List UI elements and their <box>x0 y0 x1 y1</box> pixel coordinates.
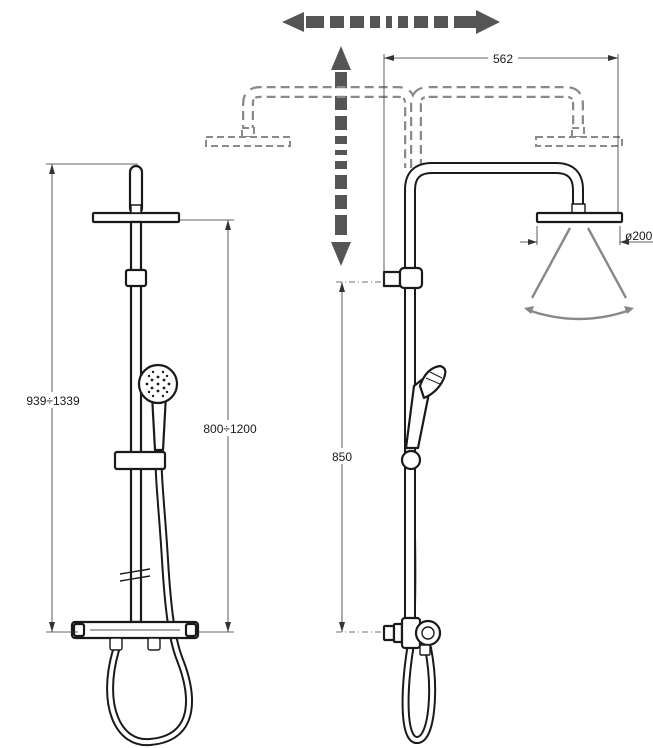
vertical-adjustment-arrow <box>331 46 351 266</box>
outlet-height-dimension: 850 <box>326 281 384 633</box>
side-riser-and-arm <box>404 162 584 622</box>
head-diameter-dimension: ø200 <box>520 226 653 245</box>
side-thermostatic-mixer <box>382 616 442 656</box>
front-break-mark-1 <box>119 568 151 575</box>
front-head-connector <box>130 204 142 214</box>
front-view: 939÷1339 800÷1200 <box>20 163 263 747</box>
side-overhead-shower-head <box>535 211 624 224</box>
spray-pattern-indicator <box>524 227 634 321</box>
horizontal-adjustment-arrow <box>282 10 500 34</box>
front-overhead-shower-head <box>91 211 181 224</box>
ghost-arm-alternate-positions <box>205 86 623 168</box>
front-break-mark-2 <box>119 575 151 582</box>
front-thermostatic-mixer <box>70 620 200 651</box>
side-wall-bracket <box>382 270 402 288</box>
arm-reach-dimension: 562 <box>383 50 619 284</box>
side-hand-shower <box>404 364 447 450</box>
head-height-label: 800÷1200 <box>203 422 257 436</box>
front-hand-shower-hose <box>106 436 194 747</box>
side-view: 562 ø200 850 <box>205 50 653 744</box>
head-diameter-label: ø200 <box>625 229 653 243</box>
outlet-height-label: 850 <box>332 450 352 464</box>
front-hand-shower <box>137 363 179 452</box>
side-holder-knob <box>400 449 422 471</box>
total-height-dimension: 939÷1339 <box>20 163 138 633</box>
front-height-adjust-collar <box>124 268 148 288</box>
front-hand-shower-slider <box>113 450 167 471</box>
arm-reach-label: 562 <box>493 52 513 66</box>
side-height-adjust-collar <box>398 266 424 290</box>
head-height-dimension: 800÷1200 <box>180 219 263 633</box>
total-height-label: 939÷1339 <box>26 394 80 408</box>
side-head-connector <box>571 203 586 214</box>
